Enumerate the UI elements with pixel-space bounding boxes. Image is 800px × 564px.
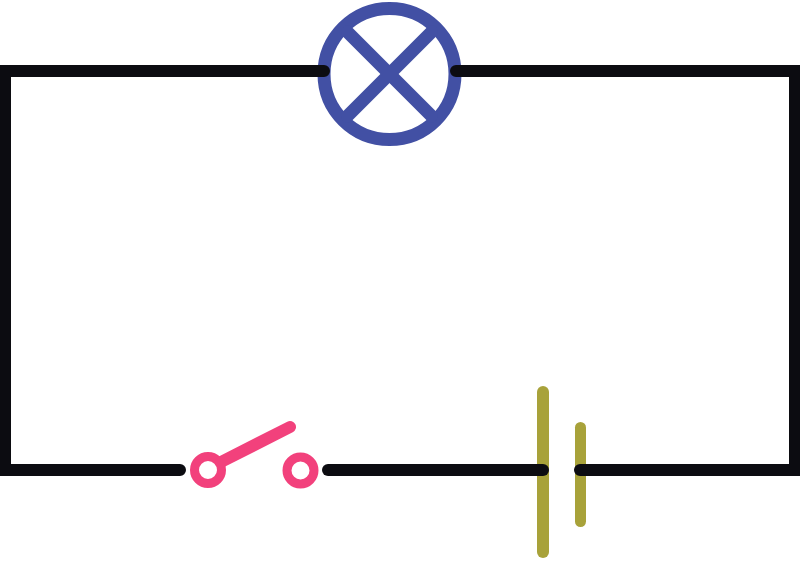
switch-terminal-right xyxy=(287,457,314,484)
lamp-symbol xyxy=(324,9,455,140)
switch-symbol xyxy=(195,427,315,484)
wire-right-loop xyxy=(456,71,795,470)
switch-lever xyxy=(221,427,290,462)
wire-left-loop xyxy=(5,71,324,470)
circuit-wires xyxy=(5,71,795,470)
